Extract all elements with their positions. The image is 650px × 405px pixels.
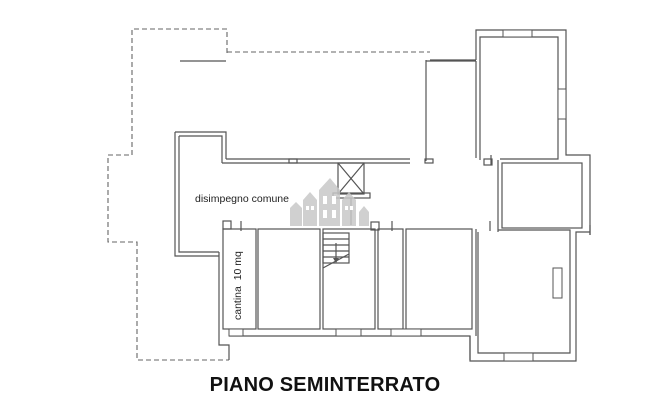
window bbox=[502, 29, 533, 38]
room-middle-right bbox=[497, 160, 583, 232]
external-perimeter-dashed bbox=[107, 28, 430, 361]
window bbox=[557, 88, 567, 120]
window bbox=[552, 267, 563, 299]
room-bottom-right bbox=[469, 225, 591, 362]
cantina-area: 10 mq bbox=[232, 251, 244, 281]
window bbox=[503, 352, 534, 362]
room-top-right bbox=[425, 29, 591, 235]
corridor-walls bbox=[174, 59, 476, 257]
cellar-rows bbox=[218, 228, 473, 360]
door-marks bbox=[222, 155, 493, 231]
room-label-disimpegno: disimpegno comune bbox=[195, 193, 289, 205]
houses-watermark-icon bbox=[290, 178, 369, 226]
cantina-name: cantina bbox=[232, 286, 244, 320]
floor-title: PIANO SEMINTERRATO bbox=[209, 374, 441, 396]
room-label-cantina: cantina 10 mq bbox=[232, 251, 244, 320]
